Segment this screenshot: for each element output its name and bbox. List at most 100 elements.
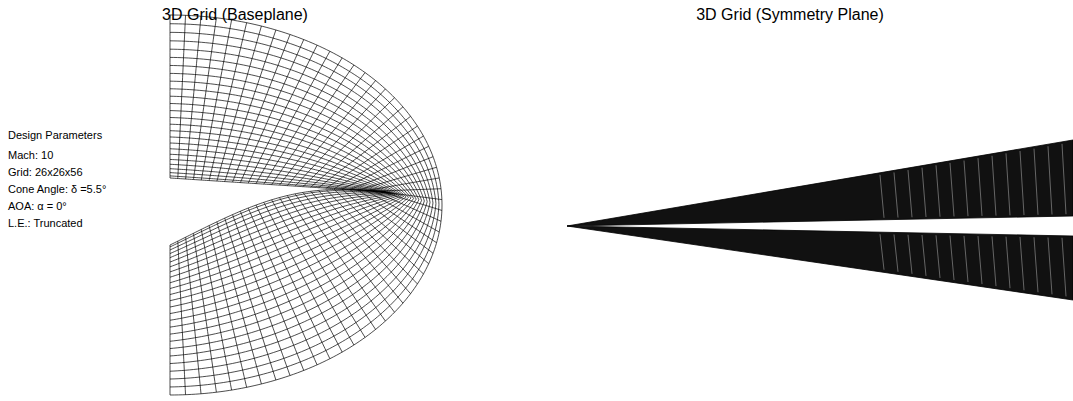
grid-line — [922, 168, 926, 217]
grid-line — [217, 26, 261, 181]
grid-line — [264, 202, 342, 352]
grid-line — [894, 234, 898, 271]
grid-line — [342, 146, 429, 189]
parameter-value: Grid: 26x26x56 — [8, 166, 83, 178]
parameter-value: Mach: 10 — [8, 149, 53, 161]
parameter-value: L.E.: Truncated — [8, 217, 83, 229]
grid-line — [334, 136, 423, 189]
plot-title: 3D Grid (Symmetry Plane) — [696, 6, 884, 24]
grid-line — [1062, 238, 1066, 297]
grid-line — [256, 205, 330, 359]
grid-line — [358, 167, 437, 190]
grid-line — [170, 57, 427, 356]
grid-line — [170, 65, 424, 348]
grid-line — [170, 96, 414, 320]
baseplane-grid — [170, 15, 442, 395]
grid-line — [170, 32, 436, 379]
grid-line — [186, 237, 201, 394]
grid-line — [319, 190, 411, 293]
grid-line — [894, 172, 898, 217]
grid-line — [279, 198, 365, 338]
grid-line — [170, 15, 171, 178]
grid-line — [264, 58, 342, 184]
grid-line — [880, 234, 884, 270]
grid-line — [1048, 238, 1052, 295]
grid-line — [240, 211, 303, 370]
grid-line — [201, 229, 231, 390]
grid-line — [170, 111, 409, 307]
grid-line — [1062, 144, 1066, 214]
grid-line — [326, 126, 417, 188]
symmetry-plane-grid — [567, 140, 1073, 300]
grid-line — [217, 222, 261, 384]
grid-line — [193, 18, 216, 180]
grid-line — [225, 30, 276, 182]
grid-line — [1034, 237, 1038, 292]
grid-line — [350, 157, 433, 190]
grid-line — [992, 236, 996, 286]
grid-line — [170, 89, 416, 327]
grid-line — [303, 192, 395, 312]
grid-line — [365, 178, 439, 191]
grid-line — [240, 40, 303, 183]
grid-line — [381, 192, 442, 211]
grid-line — [950, 163, 954, 217]
grid-line — [295, 89, 385, 186]
grid-line — [908, 235, 912, 274]
grid-line — [170, 49, 430, 363]
grid-line — [1020, 151, 1024, 215]
grid-line — [334, 189, 423, 273]
grid-line — [1006, 153, 1010, 215]
grid-line — [209, 226, 247, 388]
grid-line — [225, 218, 276, 380]
parameter-value: Cone Angle: δ =5.5° — [8, 183, 106, 195]
grid-line — [170, 245, 171, 395]
grid-line — [950, 236, 954, 280]
parameter-value: AOA: α = 0° — [8, 200, 67, 212]
grid-line — [170, 15, 442, 395]
grid-line — [193, 233, 216, 392]
grid-line — [978, 236, 982, 284]
grid-line — [178, 15, 186, 178]
grid-line — [186, 16, 201, 179]
grid-line — [880, 175, 884, 218]
grid-line — [908, 170, 912, 217]
grid-line — [992, 156, 996, 216]
grid-line — [1034, 149, 1038, 215]
grid-line — [1006, 237, 1010, 289]
grid-line — [373, 189, 441, 191]
grid-line — [326, 190, 417, 284]
grid-line — [233, 34, 290, 182]
grid-line — [936, 165, 940, 216]
grid-line — [1048, 146, 1052, 214]
wedge-region — [567, 226, 1073, 300]
grid-line — [295, 194, 385, 321]
grid-line — [964, 236, 968, 282]
grid-line — [922, 235, 926, 276]
grid-line — [170, 154, 393, 267]
grid-line — [170, 81, 419, 334]
grid-line — [170, 131, 402, 289]
grid-line — [256, 51, 330, 183]
grid-line — [170, 137, 399, 283]
grid-line — [964, 161, 968, 217]
grid-line — [209, 23, 247, 181]
grid-line — [342, 189, 429, 263]
grid-line — [936, 235, 940, 278]
grid-line — [201, 20, 231, 180]
grid-line — [287, 196, 375, 330]
parameter-heading: Design Parameters — [8, 129, 102, 141]
grid-line — [287, 81, 375, 186]
grid-line — [170, 24, 439, 387]
grid-line — [311, 191, 403, 303]
grid-line — [233, 215, 290, 376]
wedge-region — [567, 140, 1073, 226]
grid-line — [365, 190, 439, 232]
grid-line — [1020, 237, 1024, 290]
grid-line — [178, 241, 186, 395]
grid-line — [373, 191, 441, 221]
plot-title: 3D Grid (Baseplane) — [162, 6, 308, 24]
grid-line — [978, 158, 982, 216]
